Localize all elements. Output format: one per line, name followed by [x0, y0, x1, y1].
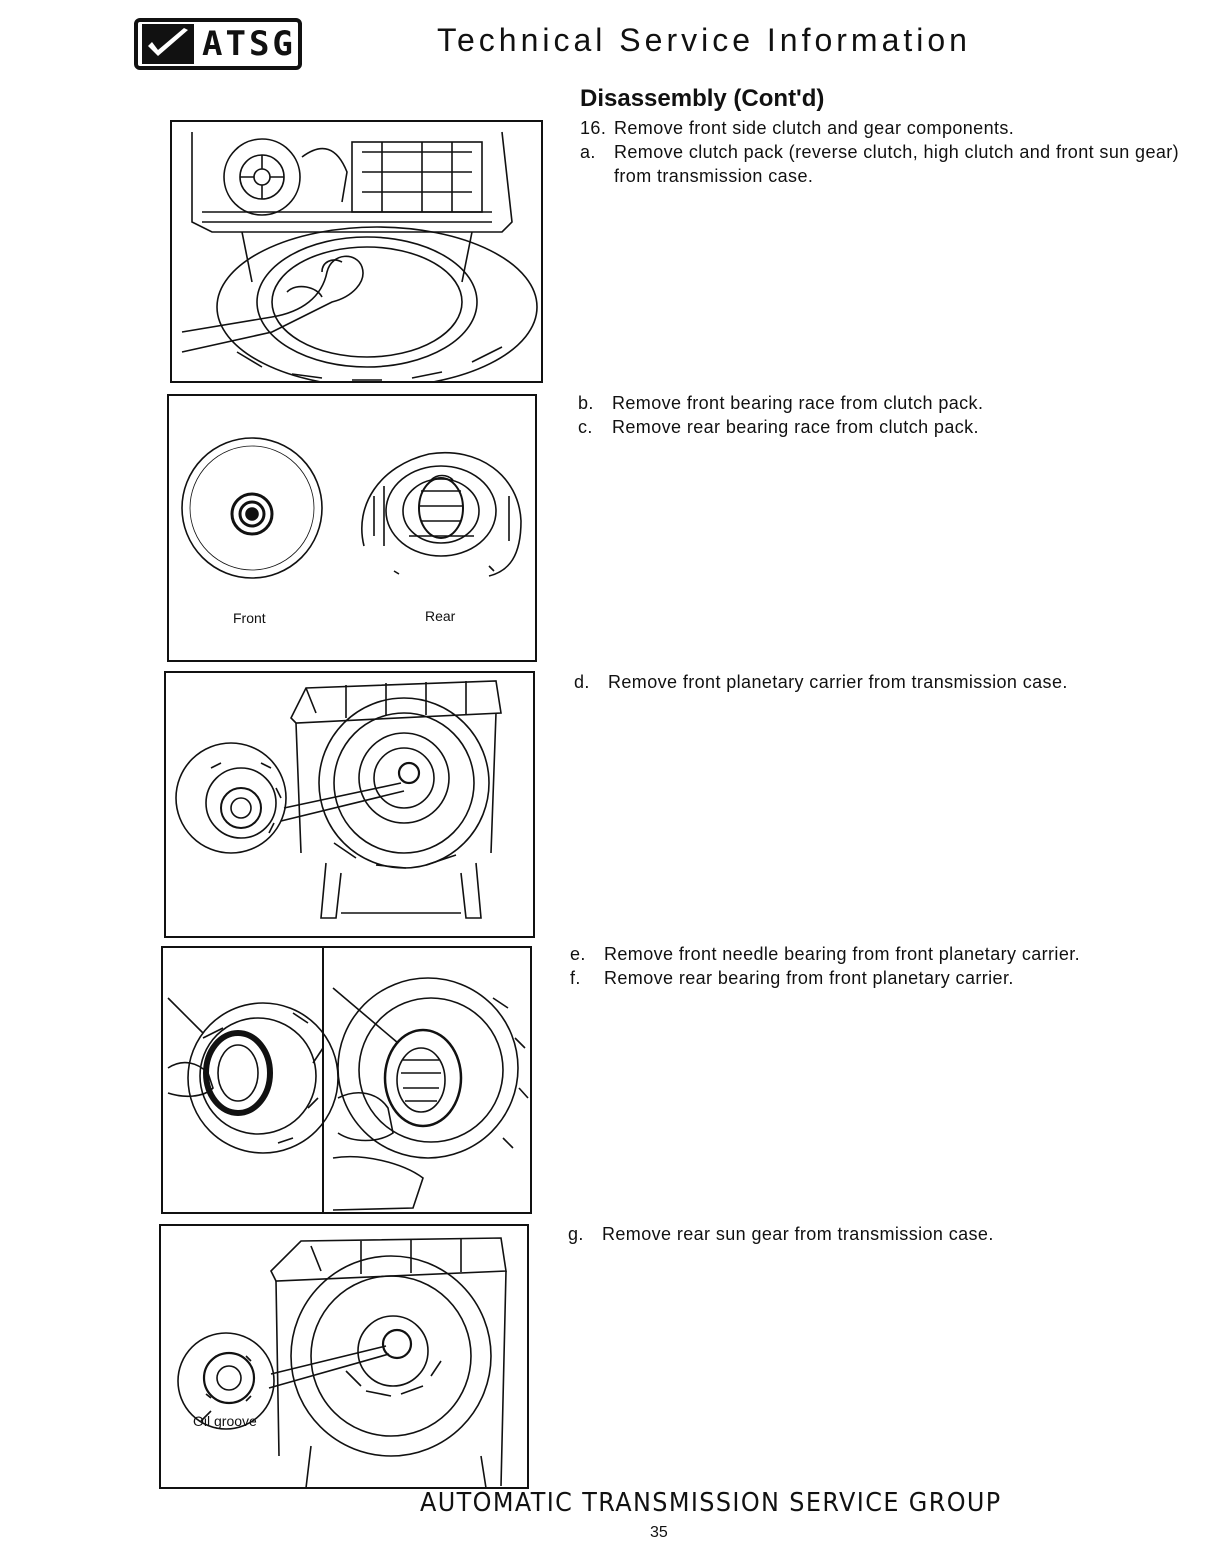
step-number: b. [578, 393, 594, 413]
label-oil-groove: Oil groove [193, 1413, 257, 1429]
figure-front-planetary-carrier [164, 671, 535, 938]
step-f: f. Remove rear bearing from front planet… [570, 966, 1200, 990]
figure-clutch-pack-removal [170, 120, 543, 383]
step-d: d. Remove front planetary carrier from t… [574, 670, 1194, 694]
section-title: Disassembly (Cont'd) [580, 85, 825, 112]
logo-text: ATSG [202, 24, 296, 64]
step-g: g. Remove rear sun gear from transmissio… [568, 1222, 1188, 1246]
step-number: f. [570, 968, 581, 988]
checkmark-logo-icon [142, 24, 194, 64]
figure-rear-sun-gear: Oil groove [159, 1224, 529, 1489]
page-number: 35 [650, 1524, 668, 1541]
step-text: Remove rear sun gear from transmission c… [602, 1224, 994, 1244]
step-text: Remove front side clutch and gear compon… [614, 118, 1015, 138]
step-16: 16. Remove front side clutch and gear co… [580, 116, 1200, 140]
page-header-title: Technical Service Information [437, 22, 971, 58]
label-rear: Rear [425, 608, 456, 624]
figure-needle-bearing-removal [161, 946, 532, 1214]
step-text: Remove front bearing race from clutch pa… [612, 393, 984, 413]
step-text: Remove front planetary carrier from tran… [608, 672, 1068, 692]
step-e: e. Remove front needle bearing from fron… [570, 942, 1200, 966]
step-text: Remove front needle bearing from front p… [604, 944, 1081, 964]
planetary-carrier-illustration [175, 680, 502, 919]
step-number: g. [568, 1224, 584, 1244]
step-text: Remove rear bearing from front planetary… [604, 968, 1014, 988]
step-number: c. [578, 417, 593, 437]
bearing-races-illustration [181, 437, 522, 579]
step-group-g: g. Remove rear sun gear from transmissio… [568, 1222, 1188, 1246]
step-b: b. Remove front bearing race from clutch… [578, 391, 1178, 415]
footer-org-name: AUTOMATIC TRANSMISSION SERVICE GROUP [420, 1488, 1002, 1518]
step-a: a. Remove clutch pack (reverse clutch, h… [580, 140, 1200, 188]
figure-bearing-races: Front Rear [167, 394, 537, 662]
step-group-d: d. Remove front planetary carrier from t… [574, 670, 1194, 694]
step-number: 16. [580, 118, 607, 138]
step-text: Remove clutch pack (reverse clutch, high… [614, 142, 1180, 186]
atsg-logo: ATSG [134, 18, 302, 70]
label-front: Front [233, 610, 266, 626]
step-number: d. [574, 672, 590, 692]
step-text: Remove rear bearing race from clutch pac… [612, 417, 979, 437]
step-c: c. Remove rear bearing race from clutch … [578, 415, 1178, 439]
clutch-pack-illustration [181, 131, 538, 381]
needle-bearing-illustration [167, 948, 529, 1212]
step-number: a. [580, 142, 596, 162]
step-group-16a: 16. Remove front side clutch and gear co… [580, 116, 1200, 188]
step-number: e. [570, 944, 586, 964]
step-group-bc: b. Remove front bearing race from clutch… [578, 391, 1178, 439]
rear-sun-gear-illustration [177, 1237, 507, 1487]
step-group-ef: e. Remove front needle bearing from fron… [570, 942, 1200, 990]
